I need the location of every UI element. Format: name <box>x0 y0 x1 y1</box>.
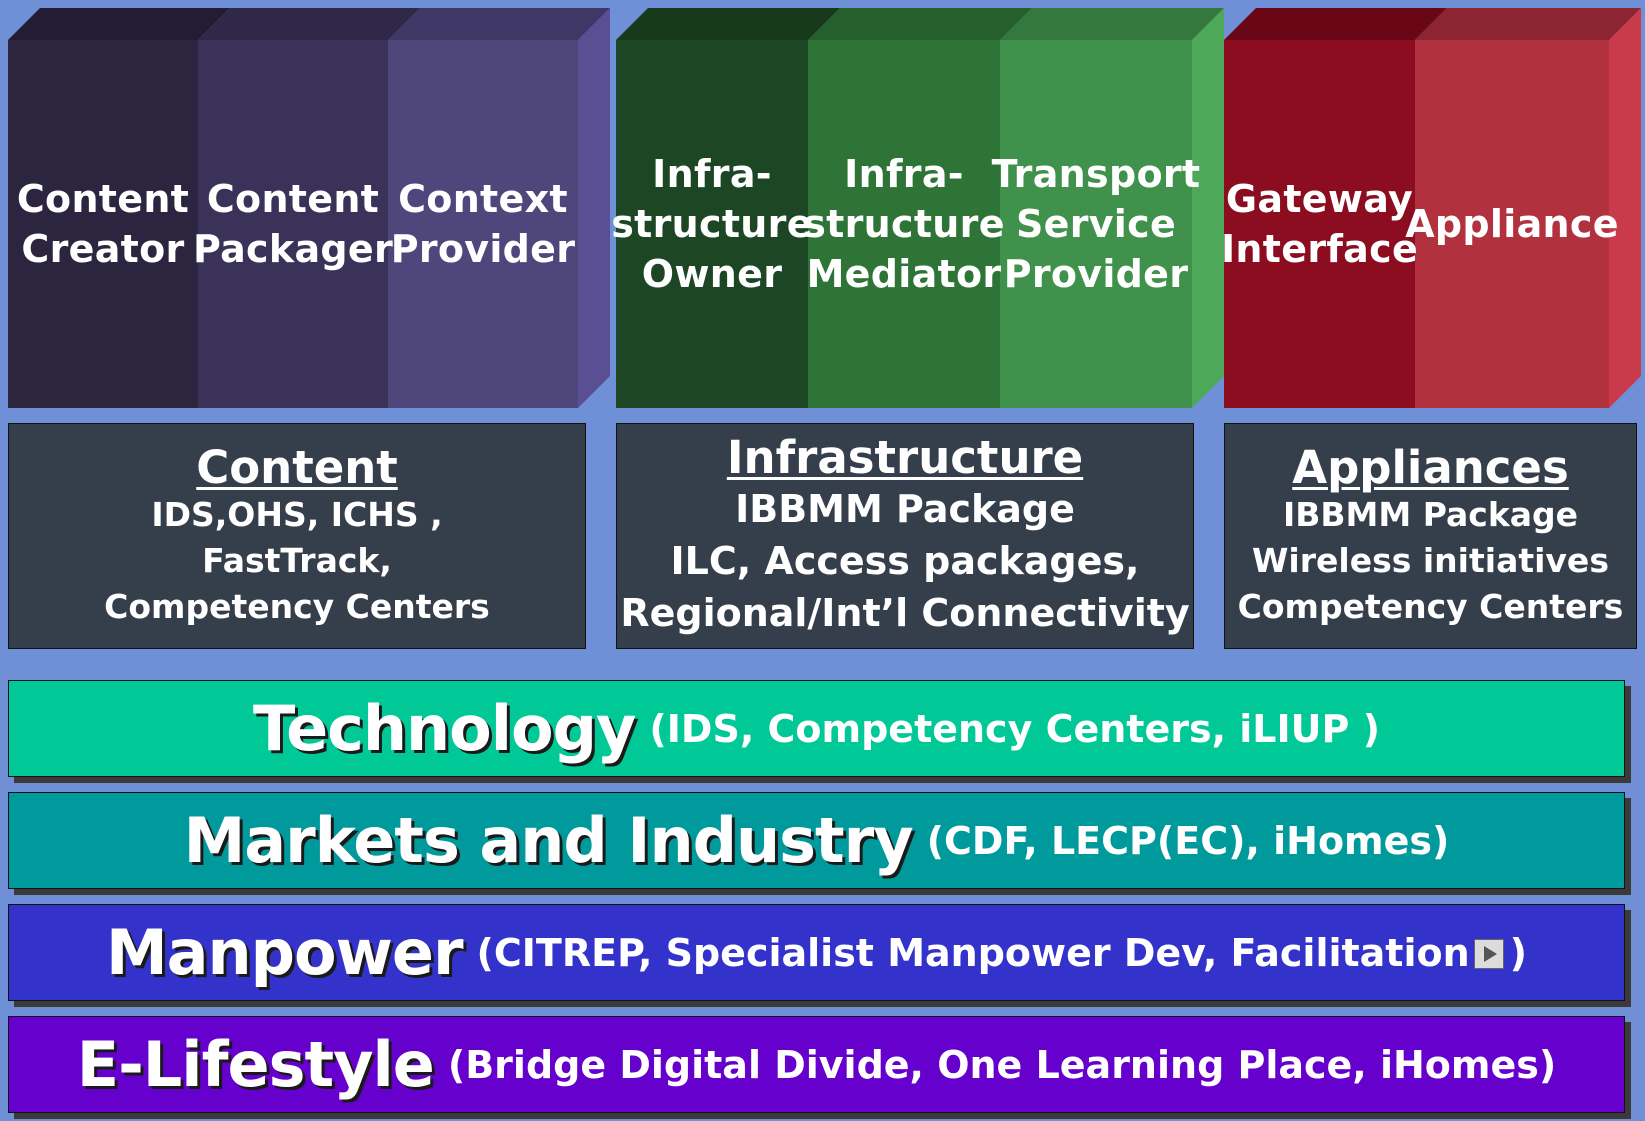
content-roles-front-face-1 <box>8 40 198 408</box>
infrastructure-roles-front-face-1 <box>616 40 808 408</box>
technology-layer: Technology (IDS, Competency Centers, iLI… <box>8 680 1625 777</box>
infrastructure-roles-top-face-1 <box>616 8 840 40</box>
infrastructure-roles-top-face-3 <box>1000 8 1224 40</box>
infrastructure-roles-top-face-2 <box>808 8 1032 40</box>
content-roles-top-face-2 <box>198 8 420 40</box>
technology-layer-title: Technology <box>253 692 636 765</box>
infrastructure-mediator-label: Infra- structure Mediator <box>803 151 1005 297</box>
appliance-roles-prism-shape <box>1224 8 1641 408</box>
appliances-category-line-2: Wireless initiatives <box>1252 540 1609 580</box>
manpower-layer-detail: (CITREP, Specialist Manpower Dev, Facili… <box>477 931 1528 975</box>
e-lifestyle-layer: E-Lifestyle (Bridge Digital Divide, One … <box>8 1016 1625 1113</box>
manpower-layer-detail-close: ) <box>1509 930 1528 975</box>
content-roles-block: Content Creator Content Packager Context… <box>8 8 618 408</box>
infrastructure-category-line-3: Regional/Int’l Connectivity <box>620 590 1190 635</box>
infrastructure-roles-front-face-3 <box>1000 40 1192 408</box>
content-roles-front-face-2 <box>198 40 388 408</box>
play-icon[interactable] <box>1473 938 1504 969</box>
infrastructure-roles-front-face-2 <box>808 40 1000 408</box>
gateway-interface-label: Gateway Interface <box>1220 176 1419 271</box>
markets-industry-layer: Markets and Industry (CDF, LECP(EC), iHo… <box>8 792 1625 889</box>
infrastructure-category-box: Infrastructure IBBMM Package ILC, Access… <box>616 423 1194 649</box>
context-provider-label: Context Provider <box>390 176 576 271</box>
infrastructure-category-line-1: IBBMM Package <box>735 486 1075 531</box>
e-lifestyle-layer-detail: (Bridge Digital Divide, One Learning Pla… <box>447 1042 1557 1087</box>
appliance-roles-top-face-1 <box>1224 8 1447 40</box>
content-category-line-3: Competency Centers <box>104 586 490 626</box>
appliance-roles-side-face <box>1609 8 1641 408</box>
content-category-title: Content <box>196 440 398 494</box>
content-roles-top-face-3 <box>388 8 610 40</box>
appliance-roles-front-face-1 <box>1224 40 1415 408</box>
appliance-roles-front-face-2 <box>1415 40 1609 408</box>
manpower-layer-detail-text: (CITREP, Specialist Manpower Dev, Facili… <box>476 930 1470 975</box>
transport-service-provider-label: Transport Service Provider <box>991 151 1201 297</box>
content-category-box: Content IDS,OHS, ICHS , FastTrack, Compe… <box>8 423 586 649</box>
infrastructure-category-line-2: ILC, Access packages, <box>670 538 1140 583</box>
appliances-category-box: Appliances IBBMM Package Wireless initia… <box>1224 423 1637 649</box>
manpower-layer: Manpower (CITREP, Specialist Manpower De… <box>8 904 1625 1001</box>
content-roles-side-face <box>578 8 610 408</box>
appliance-roles-top-face-2 <box>1415 8 1641 40</box>
content-packager-label: Content Packager <box>192 176 394 271</box>
content-roles-top-face-1 <box>8 8 230 40</box>
technology-layer-detail: (IDS, Competency Centers, iLIUP ) <box>649 706 1380 751</box>
appliances-category-line-1: IBBMM Package <box>1282 495 1579 535</box>
markets-industry-layer-detail: (CDF, LECP(EC), iHomes) <box>926 818 1450 863</box>
e-lifestyle-layer-title: E-Lifestyle <box>76 1028 435 1101</box>
content-category-line-1: IDS,OHS, ICHS , <box>151 495 443 535</box>
infrastructure-owner-label: Infra- structure Owner <box>611 151 813 297</box>
infrastructure-roles-block: Infra- structure Owner Infra- structure … <box>611 8 1226 408</box>
appliance-roles-block: Gateway Interface Appliance <box>1220 8 1645 408</box>
infrastructure-category-title: Infrastructure <box>726 431 1084 485</box>
markets-industry-layer-title: Markets and Industry <box>183 804 914 877</box>
infrastructure-roles-prism-shape <box>616 8 1224 408</box>
content-category-line-2: FastTrack, <box>202 540 392 580</box>
appliances-category-line-3: Competency Centers <box>1237 586 1624 626</box>
infrastructure-roles-side-face <box>1192 8 1224 408</box>
content-roles-prism-shape <box>8 8 610 408</box>
appliances-category-title: Appliances <box>1292 440 1569 494</box>
content-creator-label: Content Creator <box>16 176 190 271</box>
appliance-label: Appliance <box>1405 201 1619 246</box>
content-roles-front-face-3 <box>388 40 578 408</box>
manpower-layer-title: Manpower <box>105 916 464 989</box>
